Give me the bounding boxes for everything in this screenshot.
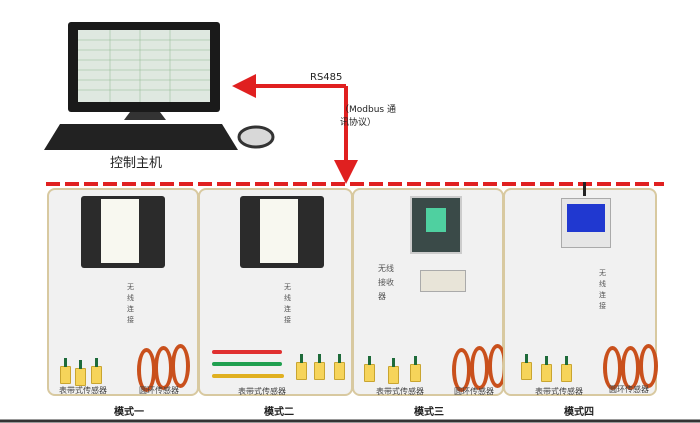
strap-sensor (296, 354, 307, 380)
strap-sensor (388, 358, 399, 384)
ring-sensor (621, 346, 640, 390)
strap-sensor (364, 356, 375, 382)
ring-sensor (639, 344, 658, 388)
strap-sensor-label: 表带式传感器 (376, 387, 424, 396)
cable-sensor-yellow (212, 374, 284, 378)
strap-sensor (410, 356, 421, 382)
ring-sensor-label: 圆环传感器 (609, 385, 649, 394)
mode-label: 模式四 (564, 407, 594, 418)
receiver-text: 无线接收器 (378, 264, 394, 301)
ring-sensor (470, 346, 489, 390)
ring-sensor (171, 344, 190, 388)
panel-mode-3: 无线接收器 表带式传感器 圆环传感器 (352, 188, 507, 396)
strap-sensor (521, 354, 532, 380)
panel-mode-2: 无线连接 表带式传感器 (198, 188, 353, 396)
ring-sensor (452, 348, 471, 392)
strap-sensor-label: 表带式传感器 (238, 387, 286, 396)
monitor-icon (68, 22, 220, 120)
wireless-display-device (561, 198, 611, 248)
panel-mode-1: 无线连接 表带式传感器 圆环传感器 (47, 188, 199, 396)
strap-sensor (334, 354, 345, 380)
cable-sensor-red (212, 350, 282, 354)
antenna-icon (583, 182, 586, 196)
strap-sensor (75, 360, 86, 386)
ring-sensor-label: 圆环传感器 (454, 387, 494, 396)
strap-sensor-label: 表带式传感器 (59, 386, 107, 395)
panel-mode-4: 无线连接 表带式传感器 圆环传感器 (503, 182, 658, 396)
strap-sensor (91, 358, 102, 384)
strap-sensor (60, 358, 71, 384)
mode-label: 模式一 (114, 407, 144, 418)
switch-controller-device (240, 196, 324, 268)
strap-sensor (561, 356, 572, 382)
link-text: 无线连接 (599, 269, 606, 310)
modbus-label: （Modbus 通讯协议） (340, 105, 396, 128)
keyboard-icon (44, 124, 238, 150)
power-meter-device (410, 196, 462, 254)
strap-sensor-label: 表带式传感器 (535, 387, 583, 396)
link-text: 无线连接 (127, 283, 134, 324)
ring-sensor (603, 346, 622, 390)
strap-sensor (314, 354, 325, 380)
switch-controller-device (81, 196, 165, 268)
rs485-label: RS485 (310, 72, 343, 83)
mode-label: 模式三 (414, 407, 444, 418)
strap-sensor (541, 356, 552, 382)
mouse-icon (237, 125, 275, 149)
cable-sensor-green (212, 362, 282, 366)
wireless-receiver-device (420, 270, 466, 292)
ring-sensor-label: 圆环传感器 (139, 386, 179, 395)
link-text: 无线连接 (284, 283, 291, 324)
mode-label: 模式二 (264, 407, 294, 418)
host-label: 控制主机 (110, 156, 163, 171)
